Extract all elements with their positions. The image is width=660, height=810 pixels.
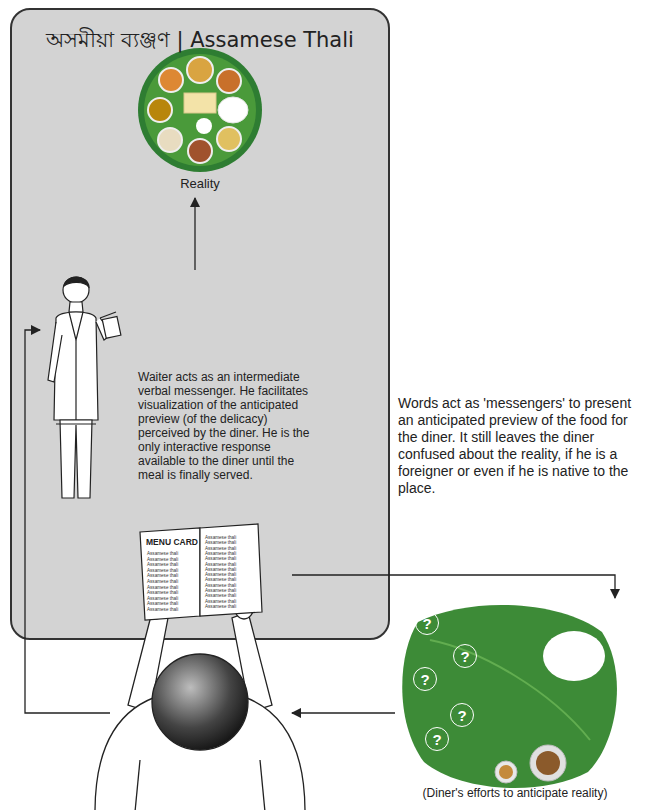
menu-item: Assamese thali (205, 578, 236, 583)
menu-item: Assamese thali (147, 563, 178, 568)
question-mark: ? (415, 611, 439, 635)
node-text: Waiter acts as an intermediate verbal me… (138, 370, 318, 482)
menu-item: Assamese thali (147, 552, 178, 557)
node-text: অসমীয়া ব্যঞ্জণ | Assamese Thali (12, 24, 388, 59)
menu-item: Assamese thali (205, 594, 236, 599)
menu-item: Assamese thali (147, 569, 178, 574)
anticipated-plate-image (402, 605, 617, 788)
menu-item: Assamese thali (205, 552, 236, 557)
menu-item: Assamese thali (205, 605, 236, 610)
menu-item: Assamese thali (147, 580, 178, 585)
menu-item: Assamese thali (147, 574, 178, 579)
question-mark: ? (425, 727, 449, 751)
flow-arrow (292, 712, 395, 713)
menu-item: Assamese thali (205, 547, 236, 552)
node-text: Reality (130, 176, 270, 191)
menu-item: Assamese thali (205, 568, 236, 573)
waiter-node: Waiter acts as an intermediate verbal me… (40, 270, 315, 502)
menu-item: Assamese thali (205, 589, 236, 594)
reality-thali: Reality (130, 48, 270, 198)
menu-item: Assamese thali (147, 558, 178, 563)
content-panel: অসমীয়া ব্যঞ্জণ | Assamese ThaliRealityW… (10, 8, 390, 640)
menu-item: Assamese thali (147, 586, 178, 591)
diner-menu-node: MENU CARD (110, 520, 292, 810)
menu-item: Assamese thali (205, 536, 236, 541)
menu-item: Assamese thali (205, 541, 236, 546)
menu-item: Assamese thali (147, 591, 178, 596)
menu-item: Assamese thali (205, 557, 236, 562)
question-mark: ? (450, 703, 474, 727)
menu-item: Assamese thali (205, 584, 236, 589)
node-text: MENU CARD (146, 537, 208, 547)
menu-item: Assamese thali (205, 563, 236, 568)
menu-item: Assamese thali (147, 602, 178, 607)
menu-item: Assamese thali (205, 600, 236, 605)
note-text: Words act as 'messengers' to present an … (398, 395, 648, 497)
question-mark: ? (413, 667, 437, 691)
question-mark: ? (453, 644, 477, 668)
menu-item: Assamese thali (205, 573, 236, 578)
menu-item: Assamese thali (147, 608, 178, 613)
menu-item: Assamese thali (147, 597, 178, 602)
node-text: (Diner's efforts to anticipate reality) (395, 786, 635, 800)
